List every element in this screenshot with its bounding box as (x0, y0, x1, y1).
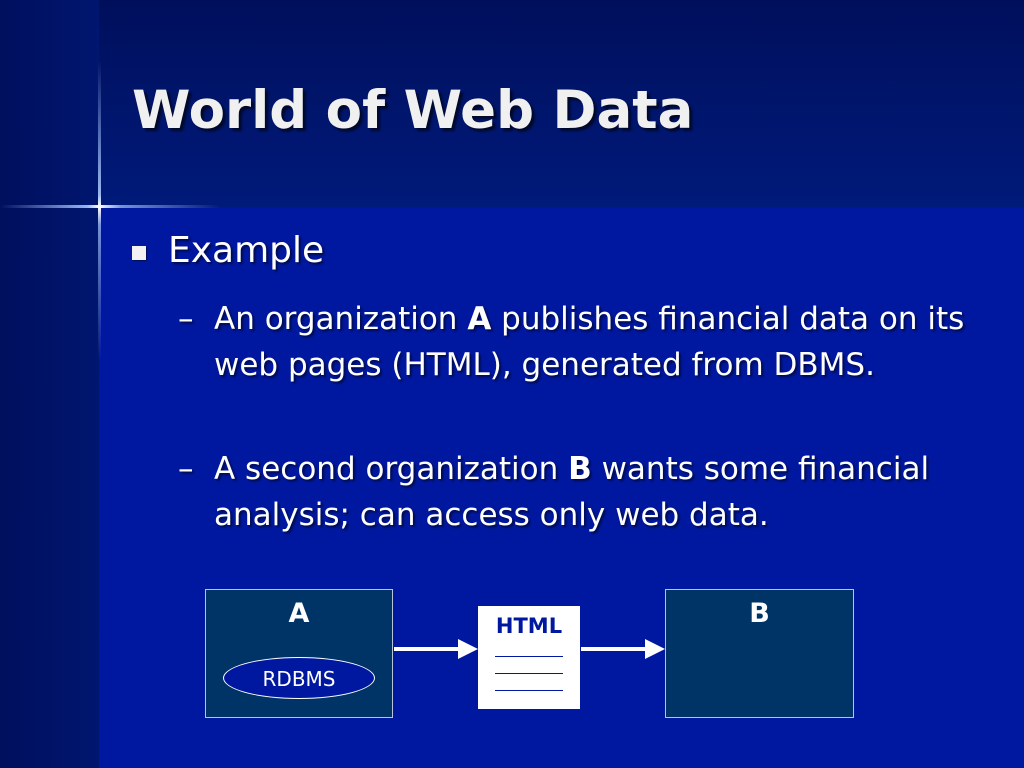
sub-bullet-text: An organization A publishes financial da… (214, 296, 978, 388)
html-document-label: HTML (495, 614, 563, 638)
bullet-item: Example (132, 230, 324, 271)
document-text-line (495, 656, 563, 657)
html-document-icon: HTML (478, 606, 580, 709)
organization-b-label: B (749, 598, 770, 629)
sub-bullet-item: – A second organization B wants some fin… (178, 446, 978, 538)
slide-title: World of Web Data (132, 80, 694, 141)
rdbms-ellipse: RDBMS (223, 657, 375, 699)
dash-bullet-icon: – (178, 451, 194, 487)
left-band (0, 0, 99, 768)
header-band (0, 0, 1024, 207)
sub-bullet-text-start: An organization (214, 301, 468, 337)
organization-a-box: A RDBMS (205, 589, 393, 718)
document-text-line (495, 690, 563, 691)
sub-bullet-emphasis: A (467, 301, 492, 337)
sub-bullet-text-start: A second organization (214, 451, 569, 487)
dash-bullet-icon: – (178, 301, 194, 337)
sub-bullet-item: – An organization A publishes financial … (178, 296, 978, 388)
organization-b-box: B (665, 589, 854, 718)
sub-bullet-text-end: wants some financial analysis; can acces… (214, 451, 930, 533)
light-flare-horizontal (0, 205, 220, 208)
organization-a-label: A (288, 598, 310, 629)
sub-bullet-text-end: publishes financial data on its web page… (214, 301, 965, 383)
bullet-text: Example (168, 230, 325, 271)
document-text-line (495, 673, 563, 674)
light-flare-vertical (98, 60, 101, 360)
square-bullet-icon (132, 245, 146, 260)
sub-bullet-emphasis: B (568, 451, 592, 487)
sub-bullet-text: A second organization B wants some finan… (214, 446, 978, 538)
